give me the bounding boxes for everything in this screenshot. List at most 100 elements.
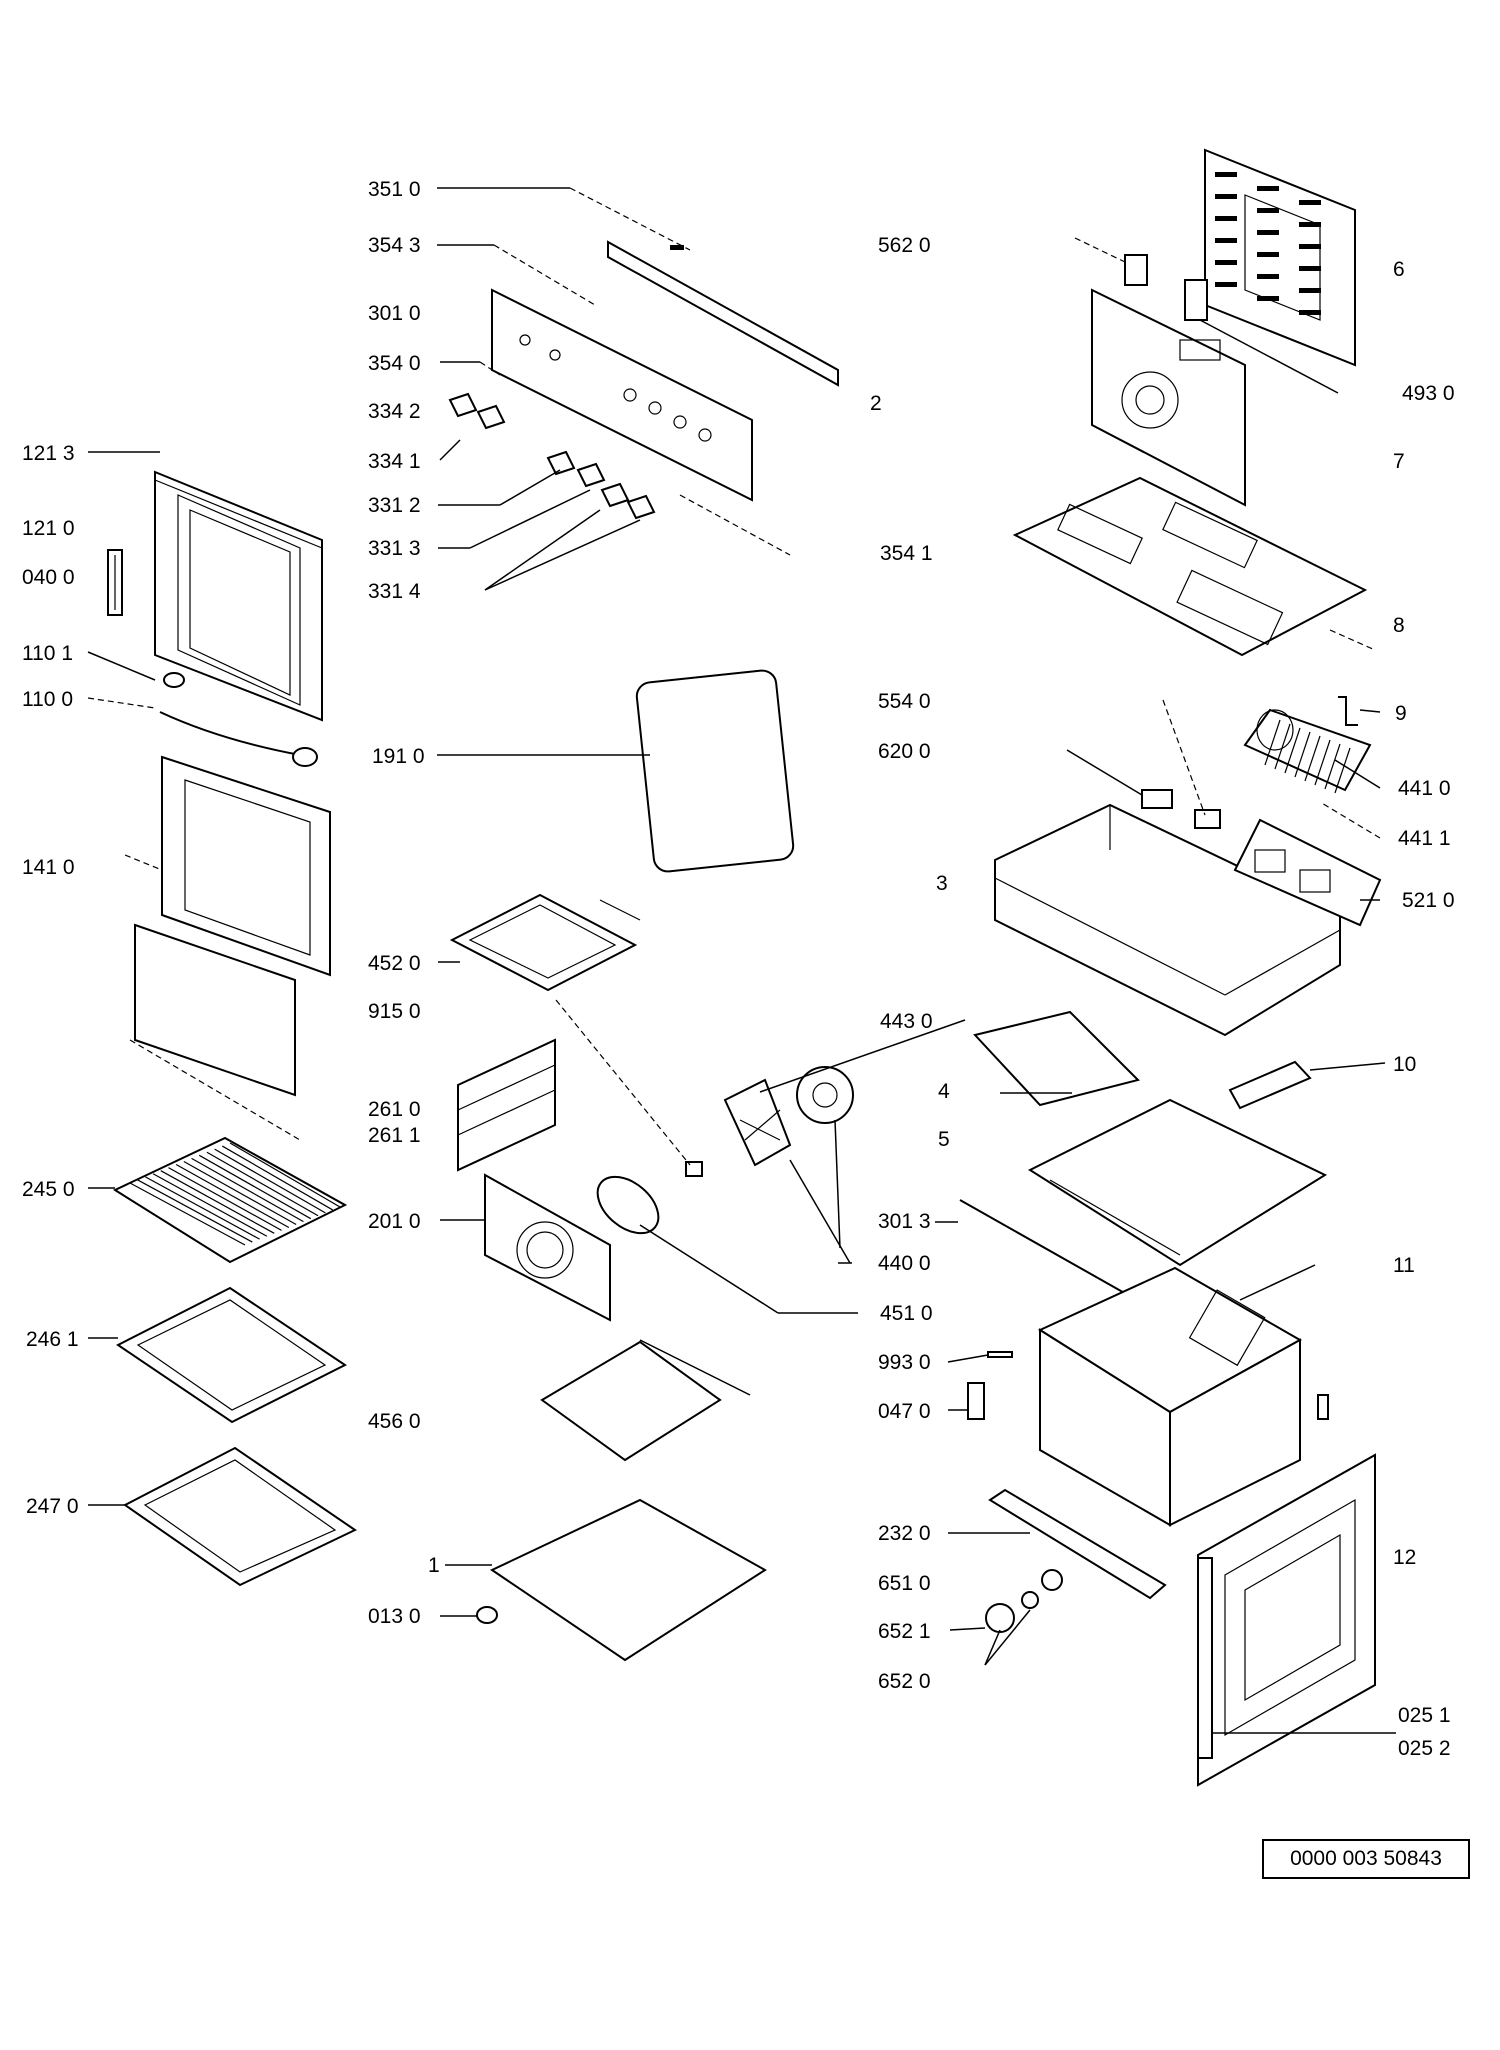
label-121-3: 121 3 [22, 442, 75, 465]
fan-fin [1334, 747, 1351, 794]
vent-slot [1215, 172, 1237, 177]
clip-hook [1338, 696, 1358, 726]
vent-slot [1299, 244, 1321, 249]
top-cover-plate [1012, 476, 1368, 657]
wire-shelf [112, 1136, 348, 1264]
shelf-wire [198, 1154, 312, 1220]
cooling-fan [1243, 708, 1372, 794]
label-915-0: 915 0 [368, 1000, 421, 1023]
label-5: 5 [938, 1128, 950, 1151]
label-232-0: 232 0 [878, 1522, 931, 1545]
label-191-0: 191 0 [372, 745, 425, 768]
vent-slot [1299, 310, 1321, 315]
shelf-wire [191, 1157, 304, 1223]
rail-11 [1239, 1264, 1316, 1301]
label-1: 1 [428, 1554, 440, 1577]
vent-slot [1257, 274, 1279, 279]
label-443-0: 443 0 [880, 1010, 933, 1033]
label-201-0: 201 0 [368, 1210, 421, 1233]
label-013-0: 013 0 [368, 1605, 421, 1628]
temperature-sensor [987, 1351, 1013, 1358]
label-993-0: 993 0 [878, 1351, 931, 1374]
vent-slot [1215, 238, 1237, 243]
fan-fin [1304, 735, 1321, 782]
leader-lines [87, 187, 1396, 1734]
inner-door-glass [124, 755, 331, 1141]
label-331-4: 331 4 [368, 580, 421, 603]
label-9: 9 [1395, 702, 1407, 725]
label-562-0: 562 0 [878, 234, 931, 257]
shelf-wire [222, 1145, 333, 1211]
control-front-panel [491, 288, 753, 502]
fan-fin [1324, 743, 1341, 790]
label-4: 4 [938, 1080, 950, 1103]
label-493-0: 493 0 [1402, 382, 1455, 405]
oven-door [1197, 1453, 1376, 1787]
label-10: 10 [1393, 1053, 1416, 1076]
grill-pan [540, 1339, 751, 1462]
label-334-1: 334 1 [368, 450, 421, 473]
label-441-0: 441 0 [1398, 777, 1451, 800]
electronic-board [1233, 818, 1382, 927]
label-301-0: 301 0 [368, 302, 421, 325]
motor-mount-plate [1091, 288, 1246, 507]
label-452-0: 452 0 [368, 952, 421, 975]
mount-bracket [1124, 254, 1148, 286]
fan-fin [1314, 739, 1331, 786]
label-331-2: 331 2 [368, 494, 421, 517]
vent-slot [1215, 260, 1237, 265]
label-451-0: 451 0 [880, 1302, 933, 1325]
label-11: 11 [1393, 1254, 1415, 1277]
label-354-3: 354 3 [368, 234, 421, 257]
oven-cavity [1037, 1266, 1329, 1527]
label-3: 3 [936, 872, 948, 895]
shelf-wire [129, 1182, 246, 1246]
shelf-wire [175, 1164, 290, 1228]
label-6: 6 [1393, 258, 1405, 281]
fan-fin [1284, 727, 1301, 774]
label-2: 2 [870, 392, 882, 415]
label-521-0: 521 0 [1402, 889, 1455, 912]
label-440-0: 440 0 [878, 1252, 931, 1275]
bottom-rail [988, 1488, 1167, 1600]
fan-fin [1264, 719, 1281, 766]
shelf-wire [145, 1176, 260, 1240]
side-rack [457, 1038, 556, 1172]
grill-element [449, 893, 641, 992]
label-141-0: 141 0 [22, 856, 75, 879]
door-hinge [107, 549, 123, 616]
door-side-strip [1197, 1557, 1213, 1759]
vent-slot [1257, 252, 1279, 257]
fan-fin [1294, 731, 1311, 778]
vent-slot [1215, 194, 1237, 199]
shelf-wire [152, 1173, 268, 1237]
shelf-wire [168, 1167, 282, 1231]
document-number: 0000 003 50843 [1262, 1839, 1470, 1879]
label-12: 12 [1393, 1546, 1416, 1569]
label-334-2: 334 2 [368, 400, 421, 423]
shelf-wire [229, 1142, 341, 1208]
shelf-wire [160, 1170, 275, 1234]
part-labels: 351 0 354 3 301 0 354 0 334 2 334 1 331 … [22, 178, 1455, 1760]
oven-foot [476, 1606, 498, 1624]
ring-heating-element [596, 1175, 660, 1235]
door-handle [159, 711, 318, 767]
latch [967, 1382, 985, 1420]
oven-door-frame [154, 470, 323, 722]
control-knobs [448, 392, 656, 520]
fan-motor [723, 1066, 854, 1167]
label-110-1: 110 1 [22, 642, 73, 665]
label-247-0: 247 0 [26, 1495, 79, 1518]
label-110-0: 110 0 [22, 688, 73, 711]
label-121-0: 121 0 [22, 517, 75, 540]
cover-plate [1228, 1060, 1312, 1110]
vent-slot [1257, 186, 1279, 191]
label-652-0: 652 0 [878, 1670, 931, 1693]
rear-cover-panel [1204, 148, 1356, 367]
label-025-1: 025 1 [1398, 1704, 1451, 1727]
label-652-1: 652 1 [878, 1620, 931, 1643]
air-deflector [973, 1010, 1140, 1107]
vent-slot [1299, 266, 1321, 271]
label-7: 7 [1393, 450, 1405, 473]
